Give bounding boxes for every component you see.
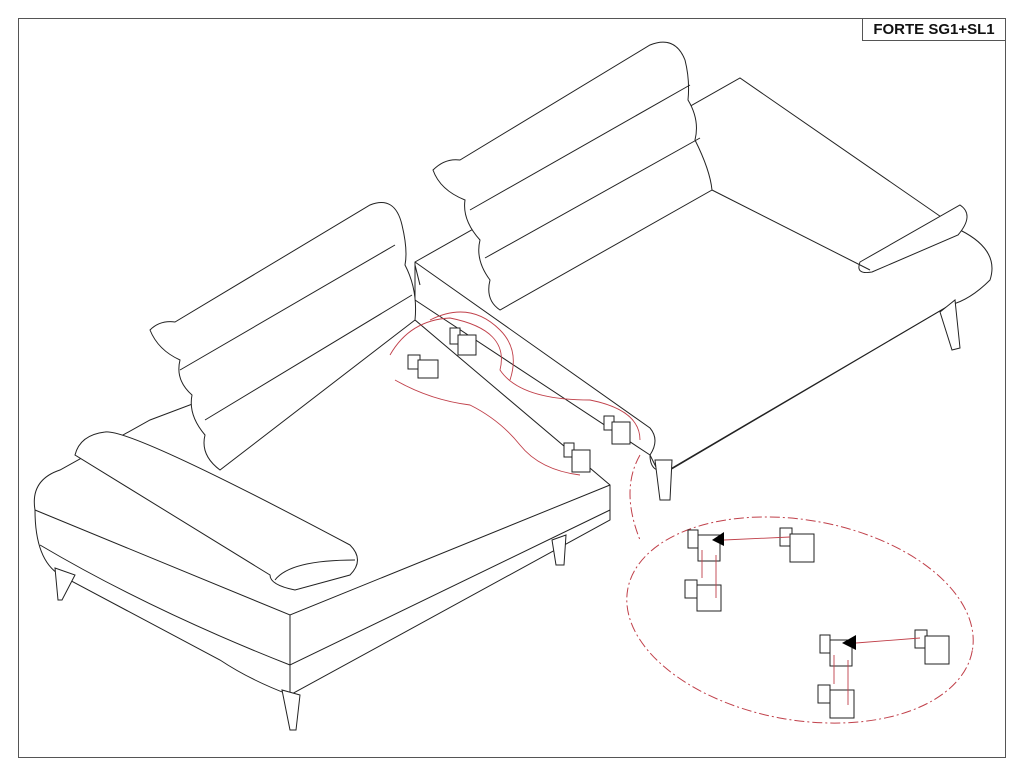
right-seat-base bbox=[414, 77, 993, 472]
left-seat-base bbox=[33, 319, 611, 696]
left-sofa-leg bbox=[281, 689, 301, 731]
right-armrest-cushion bbox=[858, 204, 968, 273]
right-backrest bbox=[432, 41, 713, 311]
detail-callout-ellipse bbox=[626, 516, 974, 724]
detail-brackets bbox=[684, 527, 950, 719]
right-sofa-module bbox=[414, 41, 993, 501]
bracket bbox=[417, 359, 439, 379]
left-armrest-cushion bbox=[74, 431, 358, 591]
left-sofa-leg bbox=[551, 534, 567, 566]
right-sofa-leg bbox=[939, 299, 961, 351]
drawing-frame bbox=[18, 18, 1006, 758]
bracket bbox=[687, 529, 699, 549]
arrow-icon bbox=[842, 635, 856, 650]
bracket bbox=[457, 334, 477, 356]
connection-traces bbox=[389, 311, 641, 476]
model-title: FORTE SG1+SL1 bbox=[862, 18, 1006, 41]
left-sofa-leg bbox=[54, 567, 76, 601]
left-backrest bbox=[149, 202, 416, 471]
arrow-icon bbox=[712, 532, 724, 546]
bracket bbox=[611, 421, 631, 445]
connector-brackets bbox=[407, 327, 631, 473]
left-sofa-module bbox=[33, 202, 611, 731]
bracket bbox=[571, 449, 591, 473]
right-sofa-leg bbox=[654, 459, 673, 501]
